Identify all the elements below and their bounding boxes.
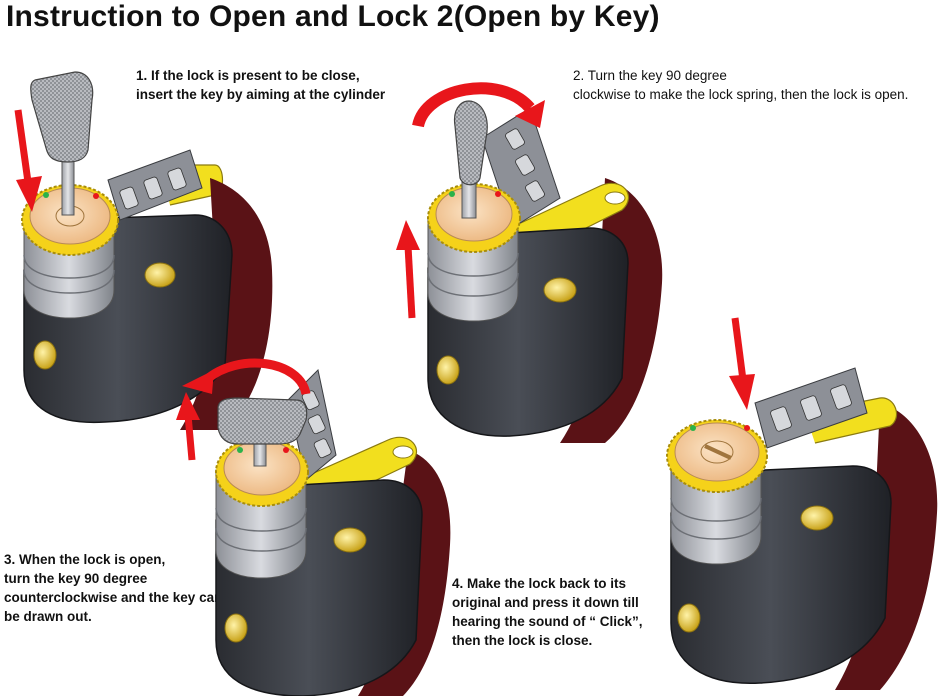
step-2-line-1: 2. Turn the key 90 degree [573, 68, 727, 83]
pull-up-arrow-icon [176, 392, 200, 461]
step-3-line-3: counterclockwise and the key can [4, 590, 223, 605]
counterclockwise-arrow-icon [182, 358, 311, 396]
pull-up-arrow-icon [396, 220, 420, 319]
step-4-line-2: original and press it down till [452, 595, 639, 610]
step-3-text: 3. When the lock is open, turn the key 9… [4, 550, 222, 626]
key-icon [30, 71, 94, 216]
step-1-text: 1. If the lock is present to be close, i… [136, 66, 385, 104]
push-down-arrow-icon [14, 109, 42, 212]
step-1-line-1: 1. If the lock is present to be close, [136, 68, 360, 83]
step-4-line-1: 4. Make the lock back to its [452, 576, 627, 591]
key-icon [217, 397, 308, 467]
push-down-arrow-icon [729, 317, 755, 410]
step-3-line-2: turn the key 90 degree [4, 571, 148, 586]
lock-figure-step-4 [666, 317, 938, 690]
step-4-line-4: then the lock is close. [452, 633, 593, 648]
key-icon [453, 100, 488, 219]
lock-figure-step-2 [396, 82, 663, 443]
step-2-text: 2. Turn the key 90 degree clockwise to m… [573, 66, 908, 104]
step-4-line-3: hearing the sound of “ Click”, [452, 614, 643, 629]
step-4-text: 4. Make the lock back to its original an… [452, 574, 643, 650]
lock-figure-step-3 [176, 358, 451, 696]
lock-figure-step-1 [14, 71, 273, 430]
step-2-line-2: clockwise to make the lock spring, then … [573, 87, 909, 102]
clockwise-arrow-icon [412, 82, 545, 128]
step-3-line-4: be drawn out. [4, 609, 92, 624]
step-3-line-1: 3. When the lock is open, [4, 552, 166, 567]
step-1-line-2: insert the key by aiming at the cylinder [136, 87, 386, 102]
page-title: Instruction to Open and Lock 2(Open by K… [6, 0, 660, 33]
